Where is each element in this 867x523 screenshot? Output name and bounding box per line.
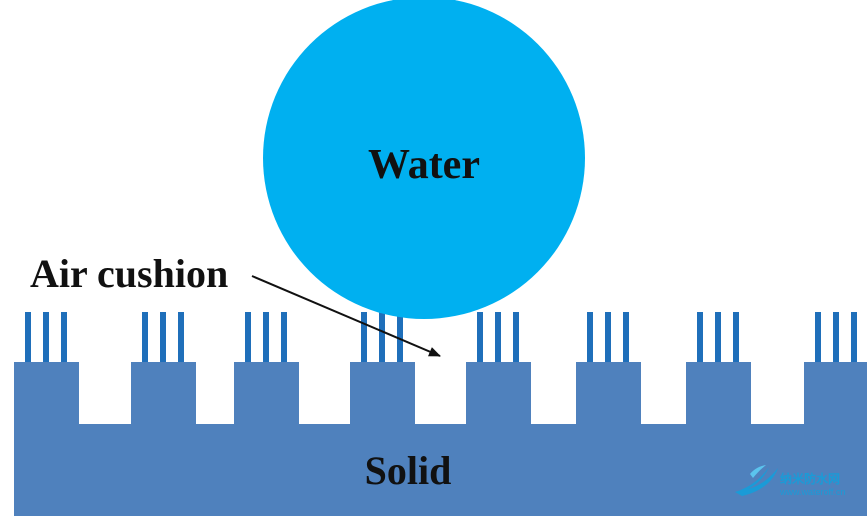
swoosh-logo-icon (735, 467, 778, 496)
nano-hair (178, 312, 184, 362)
solid-label: Solid (365, 448, 452, 493)
air-cushion-arrow (251, 275, 441, 357)
nano-hair (851, 312, 857, 362)
watermark-title: 纳米防水网 (780, 471, 840, 486)
watermark-url: www.wateroff.cn (779, 487, 845, 497)
nanostructure-hairs (25, 312, 857, 362)
nano-hair (379, 312, 385, 362)
water-label: Water (368, 142, 480, 188)
nano-hair (281, 312, 287, 362)
water-droplet (263, 0, 585, 319)
nano-hair (513, 312, 519, 362)
nano-hair (815, 312, 821, 362)
nano-hair (605, 312, 611, 362)
swoosh-logo-accent-icon (750, 465, 766, 478)
nano-hair (160, 312, 166, 362)
nano-hair (263, 312, 269, 362)
watermark: 纳米防水网 www.wateroff.cn (735, 465, 845, 497)
nano-hair (715, 312, 721, 362)
nano-hair (623, 312, 629, 362)
nano-hair (245, 312, 251, 362)
air-cushion-label: Air cushion (30, 251, 228, 296)
nano-hair (833, 312, 839, 362)
nano-hair (43, 312, 49, 362)
nano-hair (25, 312, 31, 362)
nano-hair (495, 312, 501, 362)
nano-hair (61, 312, 67, 362)
nano-hair (361, 312, 367, 362)
nano-hair (587, 312, 593, 362)
solid-substrate (14, 362, 867, 516)
nano-hair (733, 312, 739, 362)
nano-hair (477, 312, 483, 362)
nano-hair (697, 312, 703, 362)
nano-hair (142, 312, 148, 362)
nano-hair (397, 312, 403, 362)
